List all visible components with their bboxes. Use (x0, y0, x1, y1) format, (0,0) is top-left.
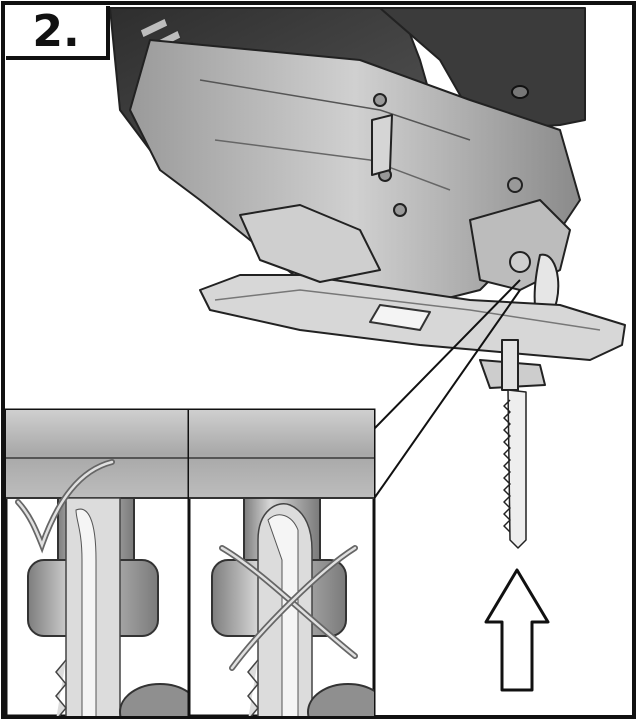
panel-correct (6, 410, 189, 716)
saw-blade (507, 389, 527, 549)
jigsaw-housing (129, 39, 581, 301)
panel-incorrect (189, 410, 374, 716)
jigsaw-top-cover (379, 7, 586, 131)
jigsaw (109, 7, 626, 549)
callout-line-top (372, 279, 521, 431)
detail-panels (4, 408, 376, 718)
callout-line-bottom (372, 289, 521, 501)
up-arrow-icon (484, 568, 550, 692)
step-number: 2. (6, 6, 110, 60)
